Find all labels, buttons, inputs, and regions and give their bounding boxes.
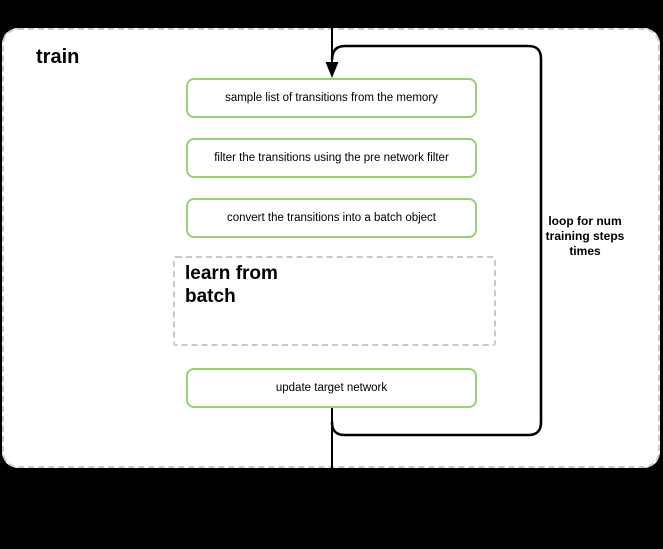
incoming-arrowhead xyxy=(325,62,339,78)
loop-boundary xyxy=(330,44,543,437)
step-sample-transitions-label: sample list of transitions from the memo… xyxy=(225,92,438,104)
step-update-target-network-label: update target network xyxy=(275,382,388,394)
loop-count-annotation: loop for num training steps times xyxy=(545,214,625,258)
step-convert-batch-label: convert the transitions into a batch obj… xyxy=(226,212,437,224)
learn-from-batch-label: learn from batch xyxy=(185,263,278,307)
step-sample-transitions-box: sample list of transitions from the memo… xyxy=(186,78,477,118)
learn-from-batch-subprocess-box: learn from batch xyxy=(173,256,496,346)
step-filter-transitions-label: filter the transitions using the pre net… xyxy=(214,152,449,164)
step-convert-batch-box: convert the transitions into a batch obj… xyxy=(186,198,477,238)
step-update-target-network-box: update target network xyxy=(186,368,477,408)
step-filter-transitions-box: filter the transitions using the pre net… xyxy=(186,138,477,178)
train-title: train xyxy=(36,46,80,68)
